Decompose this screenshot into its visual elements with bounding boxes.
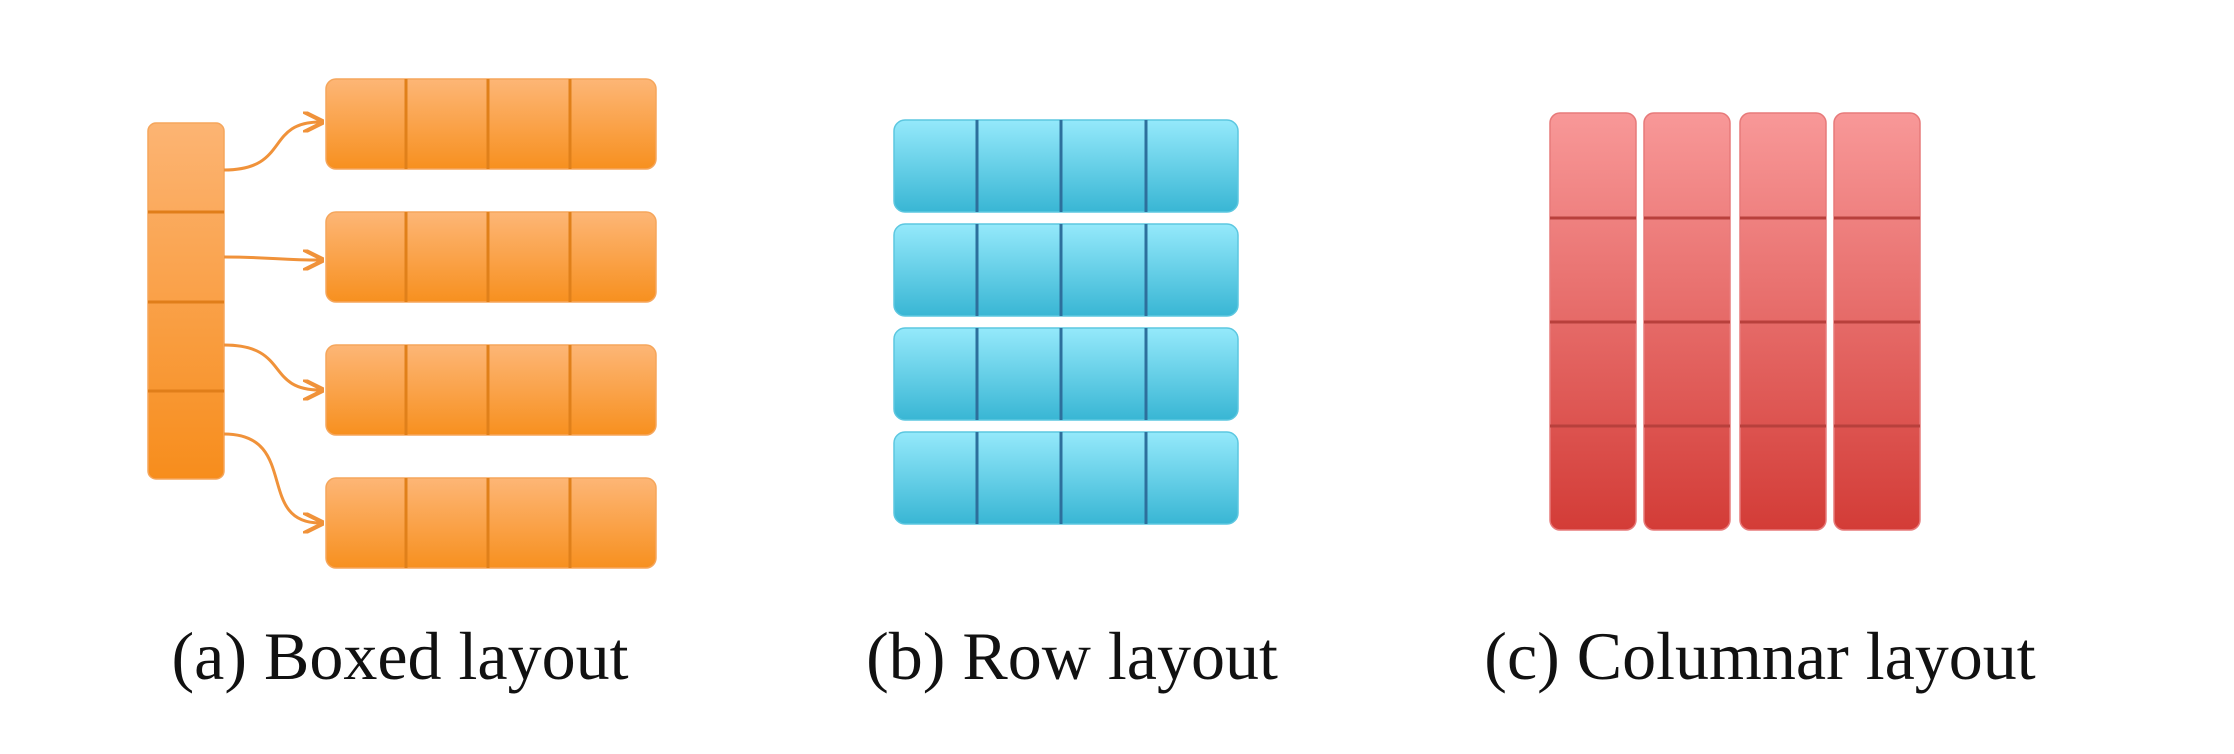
boxed-layout-panel: [147, 78, 657, 569]
arrow-4: [223, 432, 320, 523]
row-block-4: [893, 431, 1239, 525]
caption-boxed-layout: (a) Boxed layout: [171, 618, 629, 694]
row-block-1: [893, 119, 1239, 213]
record-block-4: [325, 477, 657, 569]
arrow-2: [223, 257, 320, 260]
record-block-2: [325, 211, 657, 303]
row-block-3: [893, 327, 1239, 421]
pointer-arrows: [223, 122, 320, 523]
pointer-column: [147, 122, 225, 480]
column-block-3: [1739, 112, 1827, 531]
row-block-2: [893, 223, 1239, 317]
column-block-4: [1833, 112, 1921, 531]
columnar-layout-panel: [1549, 112, 1921, 531]
caption-row-layout: (b) Row layout: [866, 618, 1278, 694]
record-block-1: [325, 78, 657, 170]
row-layout-panel: [893, 119, 1239, 525]
record-block-3: [325, 344, 657, 436]
column-block-1: [1549, 112, 1637, 531]
arrow-3: [223, 343, 320, 390]
column-block-2: [1643, 112, 1731, 531]
arrow-1: [223, 122, 320, 172]
caption-columnar-layout: (c) Columnar layout: [1484, 618, 2036, 694]
